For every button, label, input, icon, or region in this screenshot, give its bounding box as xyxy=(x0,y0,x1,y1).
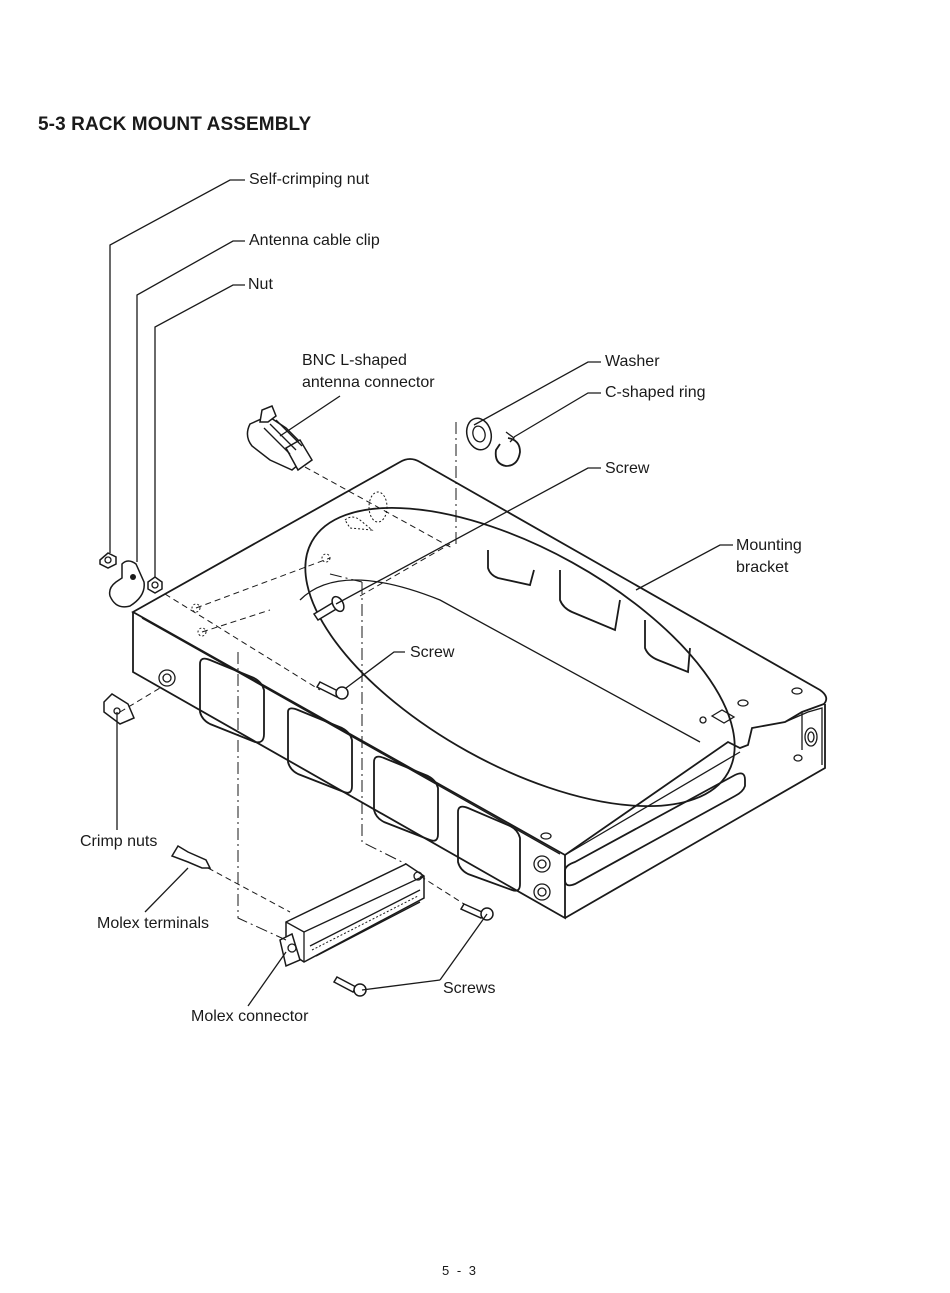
label-mounting-line2: bracket xyxy=(736,559,789,576)
label-c-shaped-ring: C-shaped ring xyxy=(605,384,706,401)
label-antenna-cable-clip: Antenna cable clip xyxy=(249,232,380,249)
label-bnc-line2: antenna connector xyxy=(302,374,435,391)
assembly-guide-lines xyxy=(119,422,465,941)
washer-and-ring xyxy=(465,417,521,467)
label-molex-terminals: Molex terminals xyxy=(97,915,210,932)
label-crimp-nuts: Crimp nuts xyxy=(80,833,158,850)
label-nut: Nut xyxy=(248,276,273,293)
screw-top-part xyxy=(312,595,345,622)
molex-terminal xyxy=(170,844,212,869)
label-molex-connector: Molex connector xyxy=(191,1008,309,1025)
label-screws: Screws xyxy=(443,980,496,997)
screw-mid-part xyxy=(315,681,349,700)
screws-bottom-parts xyxy=(332,903,494,997)
leader-lines xyxy=(109,179,733,1007)
page-number: 5 - 3 xyxy=(441,1263,478,1278)
section-title: 5-3 RACK MOUNT ASSEMBLY xyxy=(38,114,312,135)
label-washer: Washer xyxy=(605,353,660,370)
label-bnc-line1: BNC L-shaped xyxy=(302,352,407,369)
label-self-crimping-nut: Self-crimping nut xyxy=(249,171,370,188)
label-screw-mid: Screw xyxy=(410,644,455,661)
label-screw-top: Screw xyxy=(605,460,650,477)
clip-and-nuts xyxy=(99,552,163,608)
label-mounting-line1: Mounting xyxy=(736,537,802,554)
molex-connector xyxy=(279,863,425,968)
bnc-connector xyxy=(246,405,313,472)
mounting-bracket xyxy=(131,458,828,920)
crimp-nut xyxy=(103,693,135,725)
